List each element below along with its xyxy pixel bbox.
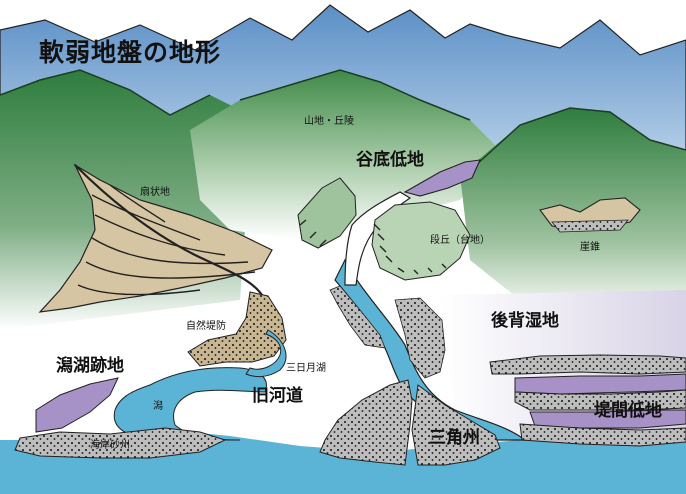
sandbar bbox=[14, 427, 227, 459]
alluvial-fan bbox=[38, 163, 273, 313]
terrace-hatch bbox=[299, 219, 447, 275]
talus-label: 崖錐 bbox=[580, 242, 600, 253]
fan-contours bbox=[77, 184, 256, 296]
lagoon-label: 潟 bbox=[153, 401, 163, 412]
terrace-left bbox=[297, 177, 357, 249]
valley-plain-label: 谷底低地 bbox=[356, 150, 424, 170]
diagram-title: 軟弱地盤の地形 bbox=[39, 38, 222, 67]
hill-ridges bbox=[0, 69, 686, 176]
oxbow-label: 三日月湖 bbox=[286, 363, 326, 374]
delta-label: 三角州 bbox=[429, 428, 480, 448]
river-bank-right bbox=[394, 297, 446, 379]
valley-plain bbox=[403, 159, 481, 197]
fan-channel bbox=[74, 164, 266, 301]
ridge-strip-1 bbox=[489, 354, 686, 375]
sandbar-label: 海岸砂州 bbox=[90, 440, 130, 451]
delta-left bbox=[319, 379, 413, 466]
natural-levee bbox=[187, 291, 287, 367]
lagoon-site-label: 潟湖跡地 bbox=[56, 356, 124, 376]
ridge-strip-3 bbox=[519, 423, 686, 447]
river-bank-left bbox=[329, 285, 386, 349]
center-hill bbox=[190, 70, 500, 240]
interridge-purple-1 bbox=[514, 373, 686, 395]
lagoon-site-area bbox=[35, 377, 119, 433]
oxbow-lake bbox=[245, 329, 287, 378]
terrace-label: 段丘（台地） bbox=[430, 235, 490, 246]
fan-label: 扇状地 bbox=[140, 187, 170, 198]
talus-dots bbox=[551, 219, 629, 233]
delta-right bbox=[411, 384, 501, 466]
ridge-strip-2 bbox=[514, 389, 686, 411]
back-marsh-label: 後背湿地 bbox=[491, 311, 559, 331]
interridge-label: 堤間低地 bbox=[594, 401, 662, 421]
terrace-right bbox=[371, 201, 471, 281]
levee-label: 自然堤防 bbox=[186, 321, 226, 332]
old-channel-water bbox=[113, 367, 267, 441]
right-hill bbox=[460, 108, 686, 300]
old-channel-label: 旧河道 bbox=[252, 386, 303, 406]
mountain-label: 山地・丘陵 bbox=[304, 116, 354, 127]
river-upper bbox=[344, 191, 412, 286]
